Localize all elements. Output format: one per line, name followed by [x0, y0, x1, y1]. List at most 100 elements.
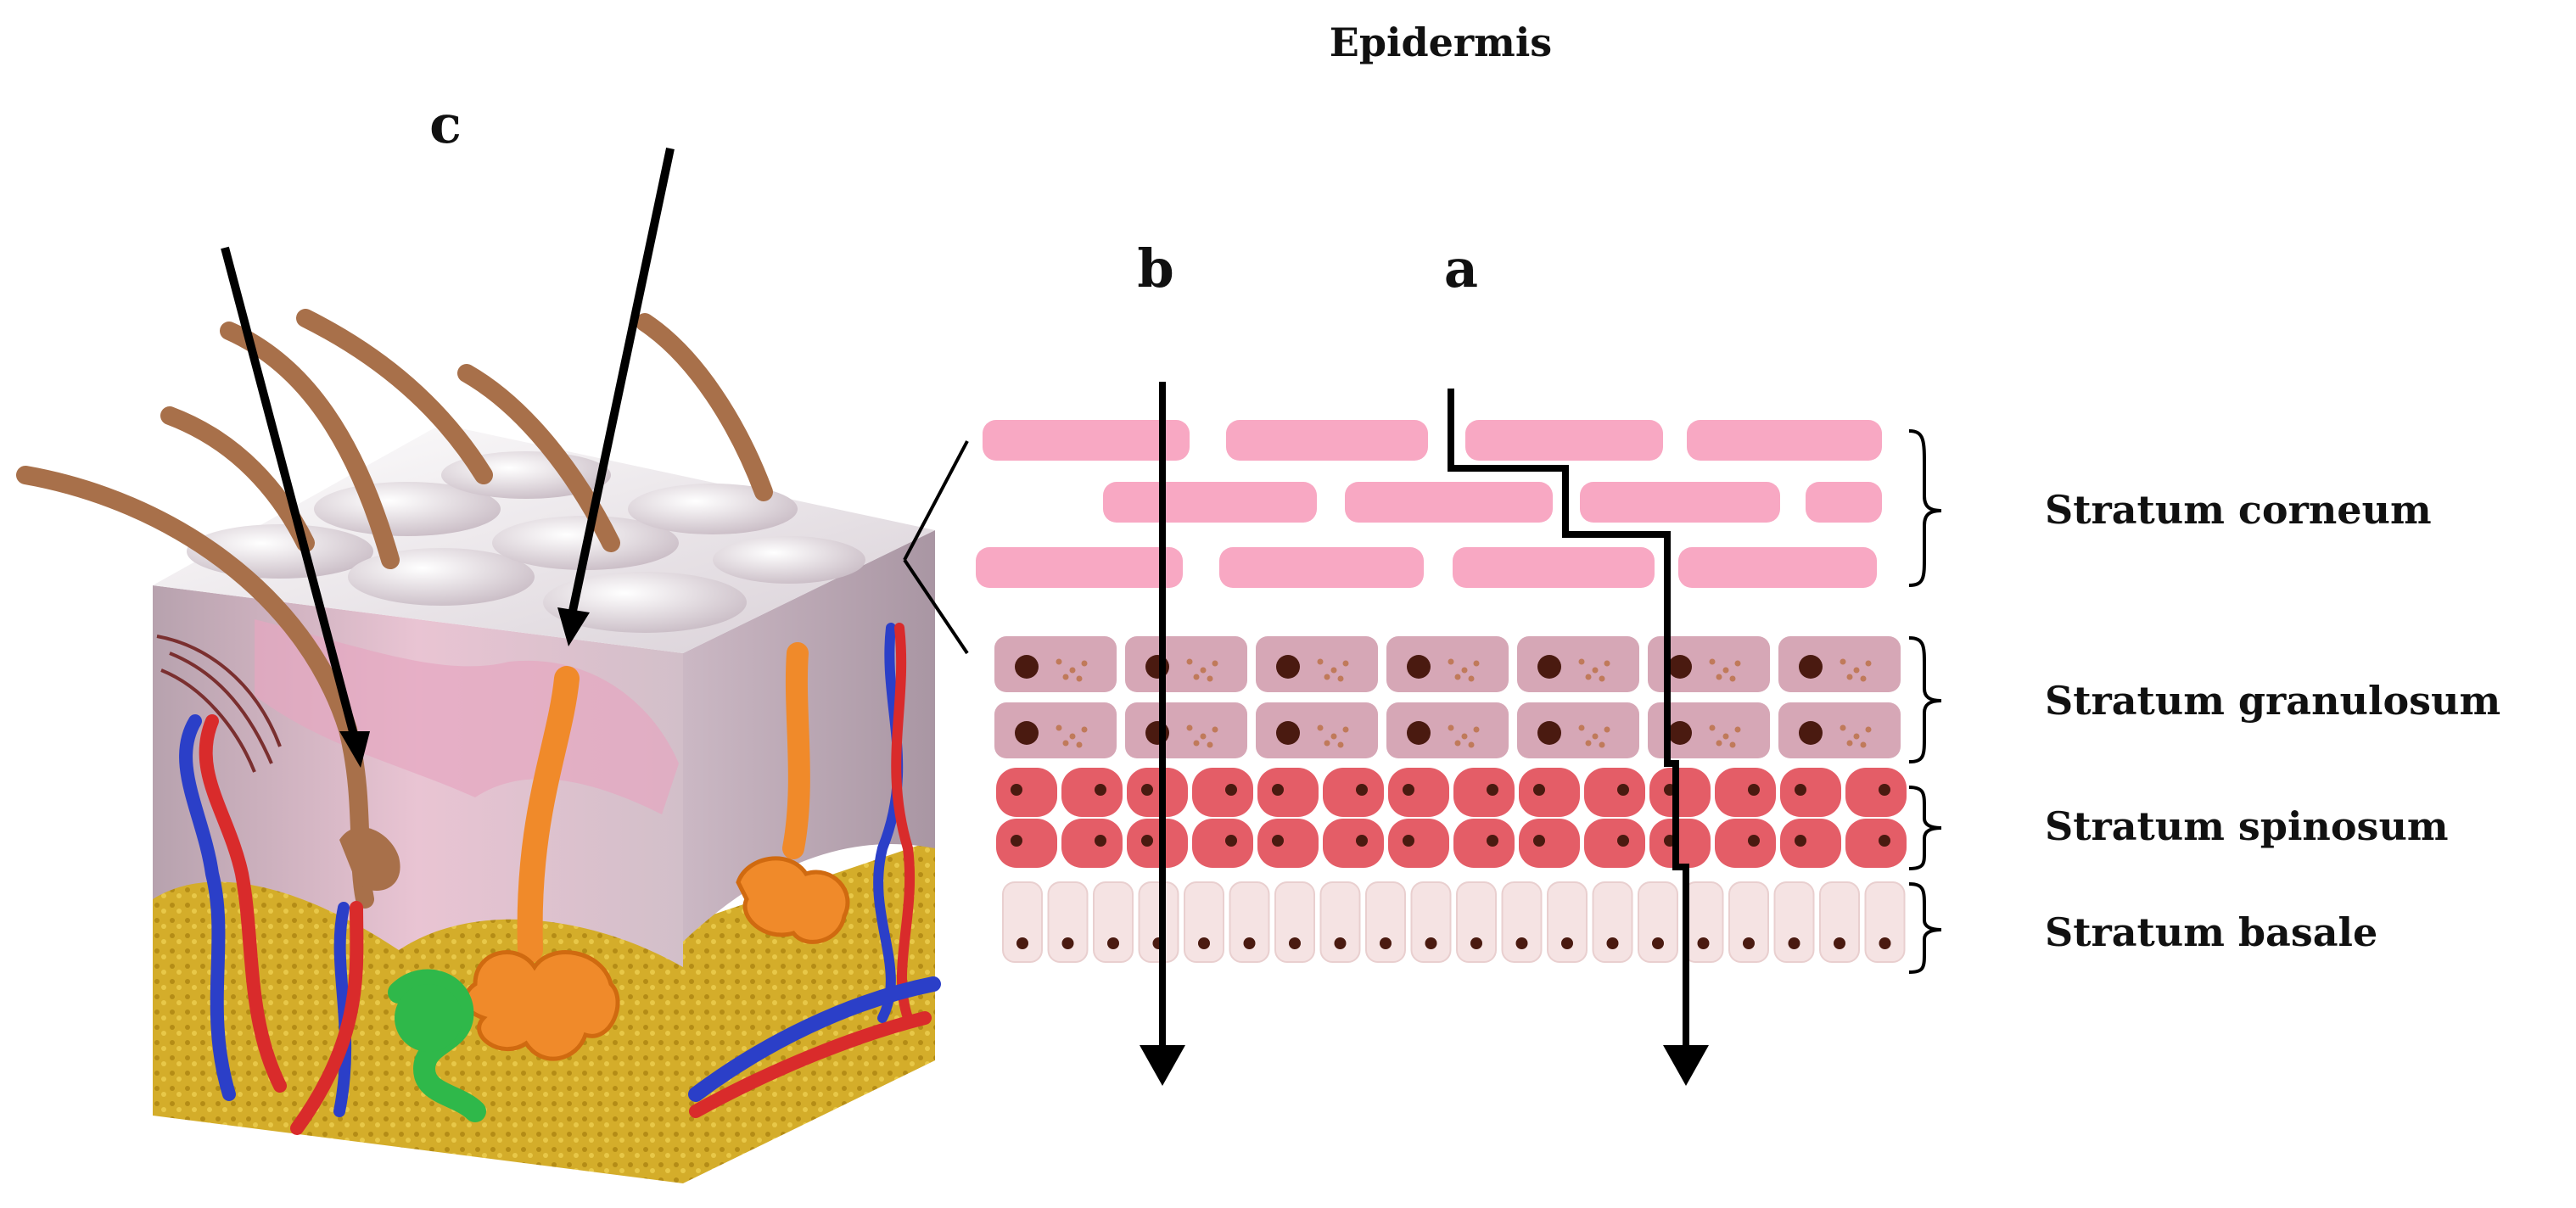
spinous-cell — [1845, 768, 1907, 817]
keratohyalin-granule — [1585, 740, 1592, 747]
cell-nucleus — [1533, 784, 1545, 796]
keratohyalin-granule — [1709, 724, 1716, 731]
keratohyalin-granule — [1454, 740, 1461, 747]
keratohyalin-granule — [1585, 674, 1592, 680]
keratohyalin-granule — [1212, 660, 1218, 667]
basal-cell — [1819, 881, 1860, 963]
cell-nucleus — [1334, 937, 1347, 949]
spinous-cell — [1845, 819, 1907, 868]
pathway-label-a: a — [1444, 238, 1478, 299]
nerve-bundle — [156, 635, 282, 773]
keratohyalin-granule — [1081, 660, 1088, 667]
spinous-cell — [1715, 819, 1776, 868]
cell-nucleus — [1015, 655, 1039, 679]
cell-nucleus — [1748, 784, 1760, 796]
sweat-duct-side — [782, 642, 810, 859]
basal-cell — [1138, 881, 1179, 963]
basal-cell — [1638, 881, 1678, 963]
spinous-cell — [1061, 768, 1123, 817]
keratohyalin-granule — [1454, 674, 1461, 680]
cell-nucleus — [1799, 655, 1823, 679]
brace-icon — [1908, 429, 1942, 587]
corneocyte-cell — [1453, 547, 1655, 588]
keratohyalin-granule — [1186, 658, 1193, 665]
basal-cell — [1501, 881, 1543, 963]
cell-nucleus — [1537, 721, 1561, 745]
keratohyalin-granule — [1865, 726, 1872, 733]
pathway-label-c: c — [429, 93, 462, 155]
basal-cell — [1274, 881, 1315, 963]
spinous-cell — [1649, 819, 1711, 868]
corneocyte-cell — [1219, 547, 1424, 588]
arrow-down-icon — [1663, 1045, 1709, 1086]
cell-nucleus — [1015, 721, 1039, 745]
spinous-cell — [1061, 819, 1123, 868]
brace-icon — [1908, 882, 1942, 974]
arrow-down-icon — [557, 607, 590, 646]
cell-nucleus — [1668, 721, 1692, 745]
granular-cell — [1517, 636, 1639, 692]
cell-nucleus — [1879, 835, 1890, 847]
spinous-cell — [1323, 768, 1384, 817]
keratohyalin-granule — [1716, 740, 1722, 747]
cell-nucleus — [1095, 835, 1106, 847]
hair-follicle-bulb — [339, 827, 400, 891]
spinous-cell — [1323, 819, 1384, 868]
spinous-cell — [1519, 768, 1580, 817]
spinous-cell — [1192, 819, 1253, 868]
spinous-cell — [1453, 819, 1515, 868]
granular-cell — [1386, 702, 1509, 758]
cell-nucleus — [1272, 784, 1284, 796]
keratohyalin-granule — [1448, 658, 1454, 665]
cell-nucleus — [1403, 835, 1414, 847]
cell-nucleus — [1095, 784, 1106, 796]
zoom-connector-lines — [903, 440, 969, 655]
cell-nucleus — [1533, 835, 1545, 847]
keratohyalin-granule — [1207, 741, 1213, 748]
keratohyalin-granule — [1709, 658, 1716, 665]
keratohyalin-granule — [1473, 660, 1480, 667]
keratohyalin-granule — [1324, 740, 1330, 747]
sweat-gland-coil — [462, 950, 620, 1061]
keratohyalin-granule — [1337, 741, 1344, 748]
keratohyalin-granule — [1840, 658, 1846, 665]
cell-nucleus — [1272, 835, 1284, 847]
cell-nucleus — [1276, 721, 1300, 745]
cell-nucleus — [1011, 835, 1022, 847]
spinous-cell — [1780, 819, 1841, 868]
cell-nucleus — [1141, 835, 1153, 847]
spinous-cell — [1519, 819, 1580, 868]
layer-label-granulosum: Stratum granulosum — [2045, 678, 2500, 724]
cell-nucleus — [1668, 655, 1692, 679]
spinous-cell — [1127, 768, 1188, 817]
keratohyalin-granule — [1461, 733, 1468, 740]
keratohyalin-granule — [1853, 733, 1860, 740]
basal-cell — [1864, 881, 1906, 963]
keratohyalin-granule — [1716, 674, 1722, 680]
basal-cell — [1456, 881, 1497, 963]
spinous-cell — [1715, 768, 1776, 817]
cell-nucleus — [1697, 937, 1710, 949]
cell-nucleus — [1617, 784, 1629, 796]
surface-bump — [628, 484, 798, 534]
keratohyalin-granule — [1468, 741, 1475, 748]
keratohyalin-granule — [1604, 726, 1610, 733]
cell-nucleus — [1795, 835, 1806, 847]
granular-cell — [1125, 636, 1247, 692]
keratohyalin-granule — [1468, 675, 1475, 682]
brace-icon — [1908, 636, 1942, 763]
cell-nucleus — [1380, 937, 1392, 949]
cell-nucleus — [1561, 937, 1573, 949]
granular-cell — [994, 702, 1117, 758]
granular-cell — [1517, 702, 1639, 758]
keratohyalin-granule — [1860, 741, 1867, 748]
sebaceous-gland-head — [395, 984, 462, 1052]
keratohyalin-granule — [1461, 667, 1468, 674]
granular-cell — [1386, 636, 1509, 692]
cell-nucleus — [1799, 721, 1823, 745]
cell-nucleus — [1225, 835, 1237, 847]
cell-nucleus — [1407, 655, 1431, 679]
diagram-title: Epidermis — [1330, 20, 1552, 65]
spinous-cell — [1453, 768, 1515, 817]
basal-cell — [1093, 881, 1134, 963]
